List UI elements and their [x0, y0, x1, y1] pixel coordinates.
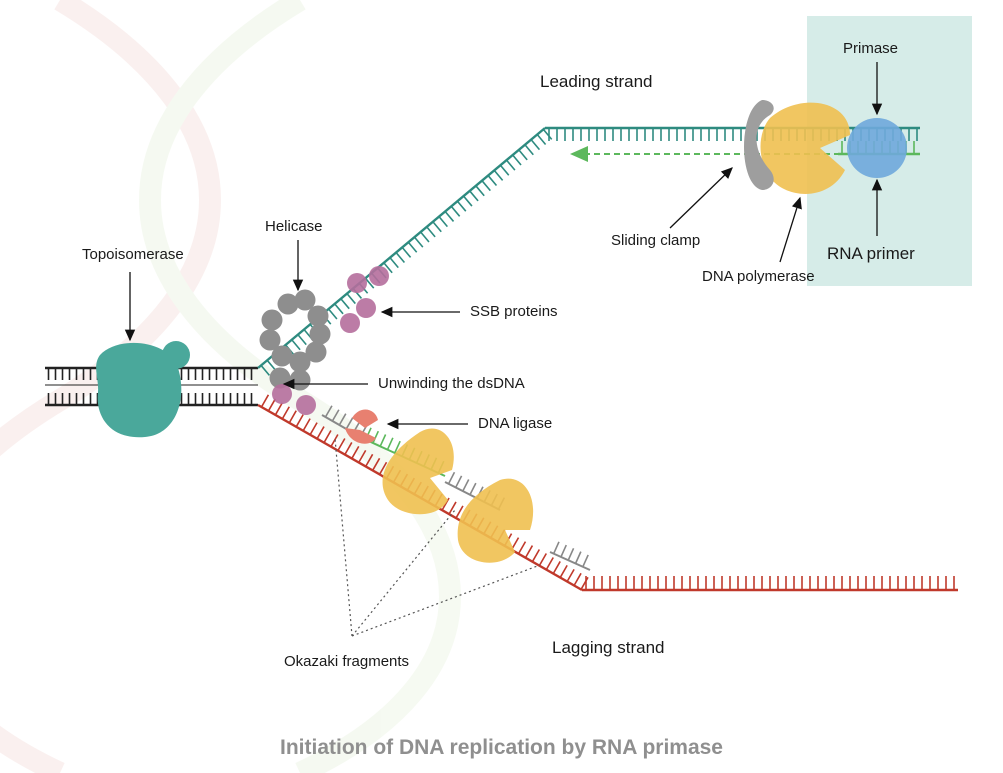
leading-strand-label: Leading strand	[540, 72, 653, 91]
ssb-proteins	[272, 266, 389, 415]
helicase-ring	[259, 289, 331, 391]
helicase-label: Helicase	[265, 218, 323, 235]
dna-polymerase-lagging	[382, 428, 534, 563]
sliding-clamp-label: Sliding clamp	[611, 232, 701, 249]
unwinding-label: Unwinding the dsDNA	[378, 375, 525, 392]
okazaki-fragments-label: Okazaki fragments	[284, 653, 410, 670]
primase-enzyme	[847, 118, 907, 178]
figure-caption: Initiation of DNA replication by RNA pri…	[280, 736, 723, 759]
ssb-proteins-label: SSB proteins	[470, 303, 558, 320]
lagging-strand-label: Lagging strand	[552, 638, 665, 657]
primase-label: Primase	[843, 40, 899, 57]
topoisomerase-label: Topoisomerase	[82, 246, 184, 263]
dna-ligase-enzyme	[345, 409, 378, 444]
topoisomerase-enzyme	[96, 341, 190, 438]
rna-primer-label: RNA primer	[827, 244, 915, 263]
dna-polymerase-label: DNA polymerase	[702, 268, 815, 285]
sliding-clamp	[744, 100, 774, 190]
dna-polymerase-leading	[760, 102, 850, 194]
okazaki-pointers	[334, 437, 541, 637]
dna-ligase-label: DNA ligase	[478, 415, 553, 432]
annotation-arrows	[124, 62, 883, 430]
